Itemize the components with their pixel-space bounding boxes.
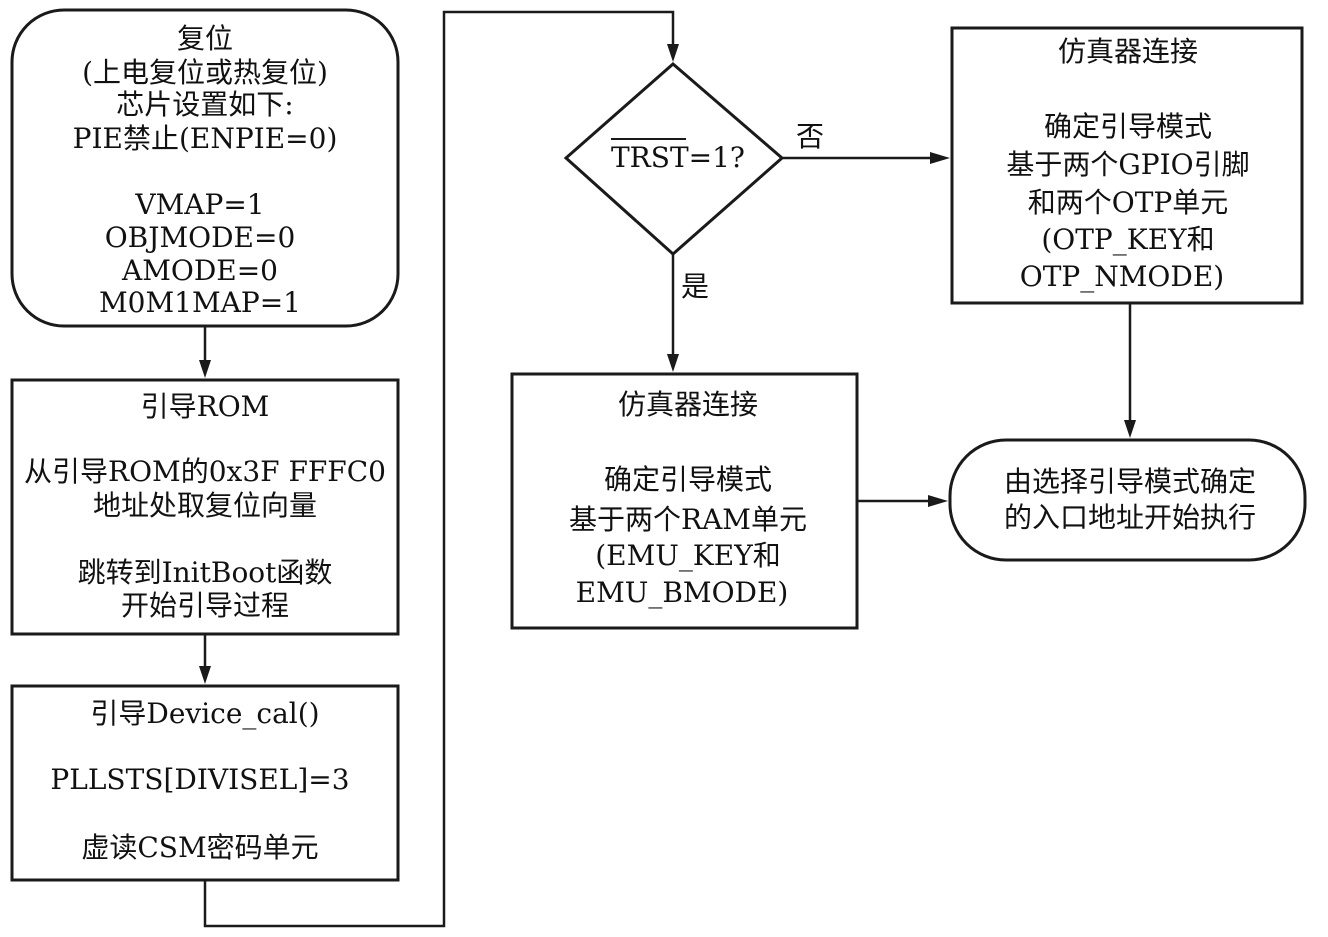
emulator-no-line-4: 基于两个GPIO引脚	[1006, 148, 1249, 181]
arrowhead-devicecal-to-decision	[667, 44, 679, 62]
entry-node: 由选择引导模式确定 的入口地址开始执行	[1004, 465, 1256, 534]
boot-rom-line-6: 跳转到InitBoot函数	[78, 556, 333, 589]
arrowhead-decision-no	[930, 152, 950, 164]
emulator-yes-line-6: EMU_BMODE)	[576, 576, 789, 609]
emulator-no-line-7: OTP_NMODE)	[1020, 260, 1224, 293]
emulator-yes-line-3: 确定引导模式	[604, 463, 772, 496]
reset-line-3: 芯片设置如下:	[116, 88, 293, 121]
reset-line-9: M0M1MAP=1	[99, 286, 301, 319]
reset-node: 复位 (上电复位或热复位) 芯片设置如下: PIE禁止(ENPIE=0) VMA…	[73, 22, 338, 319]
emulator-yes-node: 仿真器连接 确定引导模式 基于两个RAM单元 (EMU_KEY和 EMU_BMO…	[569, 388, 807, 609]
device-cal-node: 引导Device_cal() PLLSTS[DIVISEL]=3 虚读CSM密码…	[50, 697, 349, 864]
arrowhead-bootrom-to-devicecal	[199, 666, 211, 684]
reset-line-7: OBJMODE=0	[105, 221, 296, 254]
emulator-no-node-shape	[950, 26, 1304, 305]
boot-rom-line-3: 从引导ROM的0x3F FFFC0	[24, 455, 386, 488]
edge-label-yes: 是	[681, 270, 709, 303]
trst-condition-suffix: =1?	[689, 141, 745, 174]
reset-line-1: 复位	[177, 22, 233, 55]
edge-label-no: 否	[796, 120, 824, 153]
entry-line-1: 由选择引导模式确定	[1004, 465, 1256, 498]
trst-decision-text: TRST=1?	[611, 141, 745, 174]
arrowhead-emulator-no-to-entry	[1124, 420, 1136, 438]
device-cal-line-5: 虚读CSM密码单元	[81, 831, 318, 864]
emulator-yes-node-shape	[510, 372, 859, 630]
emulator-yes-line-5: (EMU_KEY和	[595, 539, 780, 572]
arrowhead-reset-to-bootrom	[199, 360, 211, 378]
boot-rom-line-7: 开始引导过程	[121, 589, 289, 622]
reset-line-6: VMAP=1	[134, 188, 264, 221]
device-cal-line-1: 引导Device_cal()	[90, 697, 319, 730]
emulator-no-line-3: 确定引导模式	[1044, 110, 1212, 143]
connector-devicecal-to-decision	[203, 10, 675, 928]
emulator-no-line-6: (OTP_KEY和	[1041, 223, 1214, 256]
boot-rom-node: 引导ROM 从引导ROM的0x3F FFFC0 地址处取复位向量 跳转到Init…	[24, 390, 386, 622]
device-cal-node-shape	[10, 684, 400, 882]
boot-rom-line-1: 引导ROM	[141, 390, 270, 423]
boot-rom-node-shape	[10, 378, 400, 636]
device-cal-line-3: PLLSTS[DIVISEL]=3	[50, 763, 349, 796]
emulator-no-line-1: 仿真器连接	[1058, 35, 1198, 68]
boot-rom-line-4: 地址处取复位向量	[93, 489, 317, 522]
reset-line-4: PIE禁止(ENPIE=0)	[73, 122, 338, 155]
arrowhead-emulator-yes-to-entry	[928, 495, 948, 507]
arrowhead-decision-yes	[667, 354, 679, 372]
entry-line-2: 的入口地址开始执行	[1004, 501, 1256, 534]
reset-line-8: AMODE=0	[121, 254, 278, 287]
emulator-yes-line-1: 仿真器连接	[618, 388, 758, 421]
emulator-no-node: 仿真器连接 确定引导模式 基于两个GPIO引脚 和两个OTP单元 (OTP_KE…	[1006, 35, 1249, 293]
reset-line-2: (上电复位或热复位)	[82, 56, 328, 89]
trst-decision: TRST=1?	[611, 138, 745, 174]
trst-overlined-label: TRST	[611, 141, 689, 174]
emulator-yes-line-4: 基于两个RAM单元	[569, 503, 807, 536]
entry-node-shape	[948, 438, 1307, 562]
emulator-no-line-5: 和两个OTP单元	[1028, 186, 1228, 219]
